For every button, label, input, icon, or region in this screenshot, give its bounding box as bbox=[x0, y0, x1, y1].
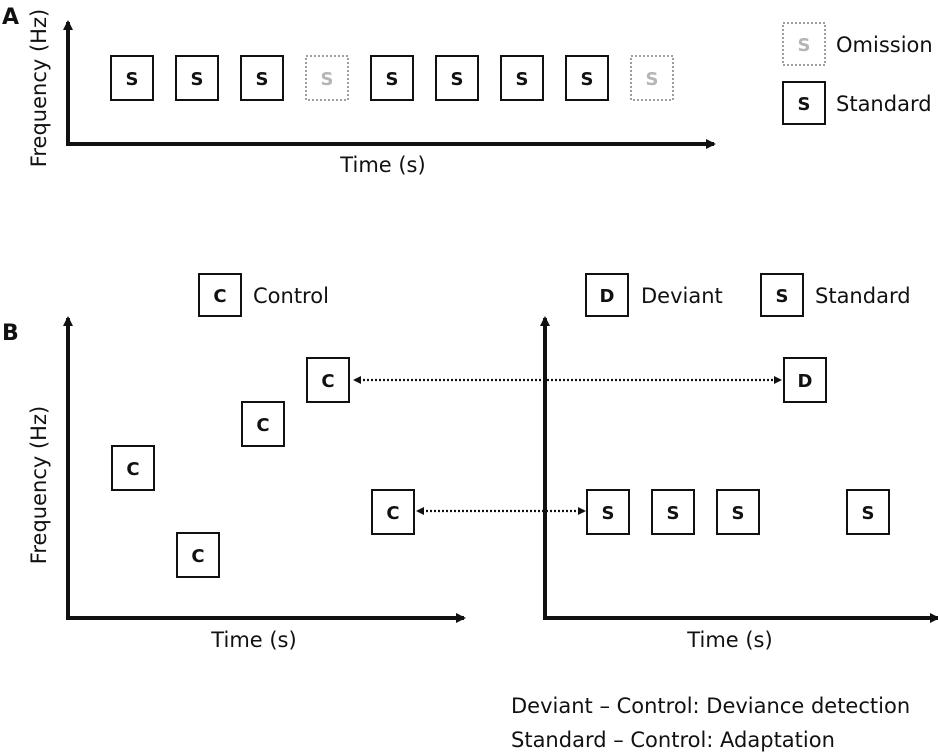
svg-text:S: S bbox=[126, 69, 139, 90]
svg-text:S: S bbox=[516, 69, 529, 90]
control-box-1: C bbox=[111, 445, 155, 491]
omission-box: S bbox=[305, 55, 349, 101]
legend-standard-box bbox=[782, 81, 826, 125]
panel-b-left-legend: C Control bbox=[198, 273, 329, 317]
deviant-box: D bbox=[783, 357, 827, 403]
legend-b-standard-box bbox=[760, 273, 804, 317]
svg-text:S: S bbox=[386, 69, 399, 90]
legend-deviant-label: Deviant bbox=[641, 284, 723, 308]
svg-text:S: S bbox=[581, 69, 594, 90]
legend-deviant-box bbox=[585, 273, 629, 317]
svg-text:C: C bbox=[191, 546, 204, 567]
panel-b-right-xlabel: Time (s) bbox=[686, 628, 772, 652]
svg-text:C: C bbox=[321, 371, 334, 392]
svg-text:S: S bbox=[191, 69, 204, 90]
legend-omission-label: Omission bbox=[836, 33, 933, 57]
panel-b-letter: B bbox=[2, 321, 19, 346]
panel-a-legend: S Omission S Standard bbox=[782, 22, 933, 125]
svg-text:S: S bbox=[862, 503, 875, 524]
panel-b-right-legend: D Deviant S Standard bbox=[585, 273, 911, 317]
standard-box: S bbox=[175, 55, 219, 101]
svg-text:S: S bbox=[732, 503, 745, 524]
panel-a-letter: A bbox=[2, 5, 19, 30]
standard-box-4: S bbox=[846, 489, 890, 535]
standard-box-1: S bbox=[586, 489, 630, 535]
svg-text:S: S bbox=[256, 69, 269, 90]
legend-deviant-symbol: D bbox=[600, 286, 615, 307]
control-box-4: C bbox=[306, 357, 350, 403]
panel-b-left-xlabel: Time (s) bbox=[210, 628, 296, 652]
standard-box: S bbox=[500, 55, 544, 101]
panel-a-ylabel: Frequency (Hz) bbox=[27, 9, 51, 167]
legend-omission-symbol: S bbox=[798, 35, 811, 56]
svg-text:C: C bbox=[386, 503, 399, 524]
legend-omission-box bbox=[782, 22, 826, 66]
panel-a-xlabel: Time (s) bbox=[339, 153, 425, 177]
legend-control-box bbox=[198, 273, 242, 317]
svg-text:D: D bbox=[798, 371, 813, 392]
standard-box-3: S bbox=[716, 489, 760, 535]
panel-b-left-ylabel: Frequency (Hz) bbox=[27, 406, 51, 564]
control-box-2: C bbox=[176, 532, 220, 578]
svg-text:S: S bbox=[321, 69, 334, 90]
legend-control-label: Control bbox=[253, 284, 329, 308]
control-box-3: C bbox=[241, 401, 285, 447]
panel-b-control-boxes: C C C C C bbox=[111, 357, 415, 578]
standard-box: S bbox=[370, 55, 414, 101]
standard-box: S bbox=[110, 55, 154, 101]
panel-b-oddball-boxes: D S S S S bbox=[586, 357, 890, 535]
svg-text:C: C bbox=[256, 415, 269, 436]
standard-box: S bbox=[240, 55, 284, 101]
caption-deviance: Deviant – Control: Deviance detection bbox=[511, 694, 910, 718]
standard-box-2: S bbox=[651, 489, 695, 535]
control-box-5: C bbox=[371, 489, 415, 535]
standard-box: S bbox=[435, 55, 479, 101]
legend-standard-symbol: S bbox=[798, 94, 811, 115]
legend-standard-label: Standard bbox=[836, 92, 932, 116]
svg-text:S: S bbox=[667, 503, 680, 524]
svg-text:S: S bbox=[602, 503, 615, 524]
omission-box: S bbox=[630, 55, 674, 101]
svg-text:S: S bbox=[451, 69, 464, 90]
legend-control-symbol: C bbox=[213, 286, 226, 307]
caption-adaptation: Standard – Control: Adaptation bbox=[511, 728, 835, 752]
legend-b-standard-label: Standard bbox=[815, 284, 911, 308]
svg-text:S: S bbox=[646, 69, 659, 90]
svg-text:C: C bbox=[126, 459, 139, 480]
legend-b-standard-symbol: S bbox=[776, 286, 789, 307]
standard-box: S bbox=[565, 55, 609, 101]
